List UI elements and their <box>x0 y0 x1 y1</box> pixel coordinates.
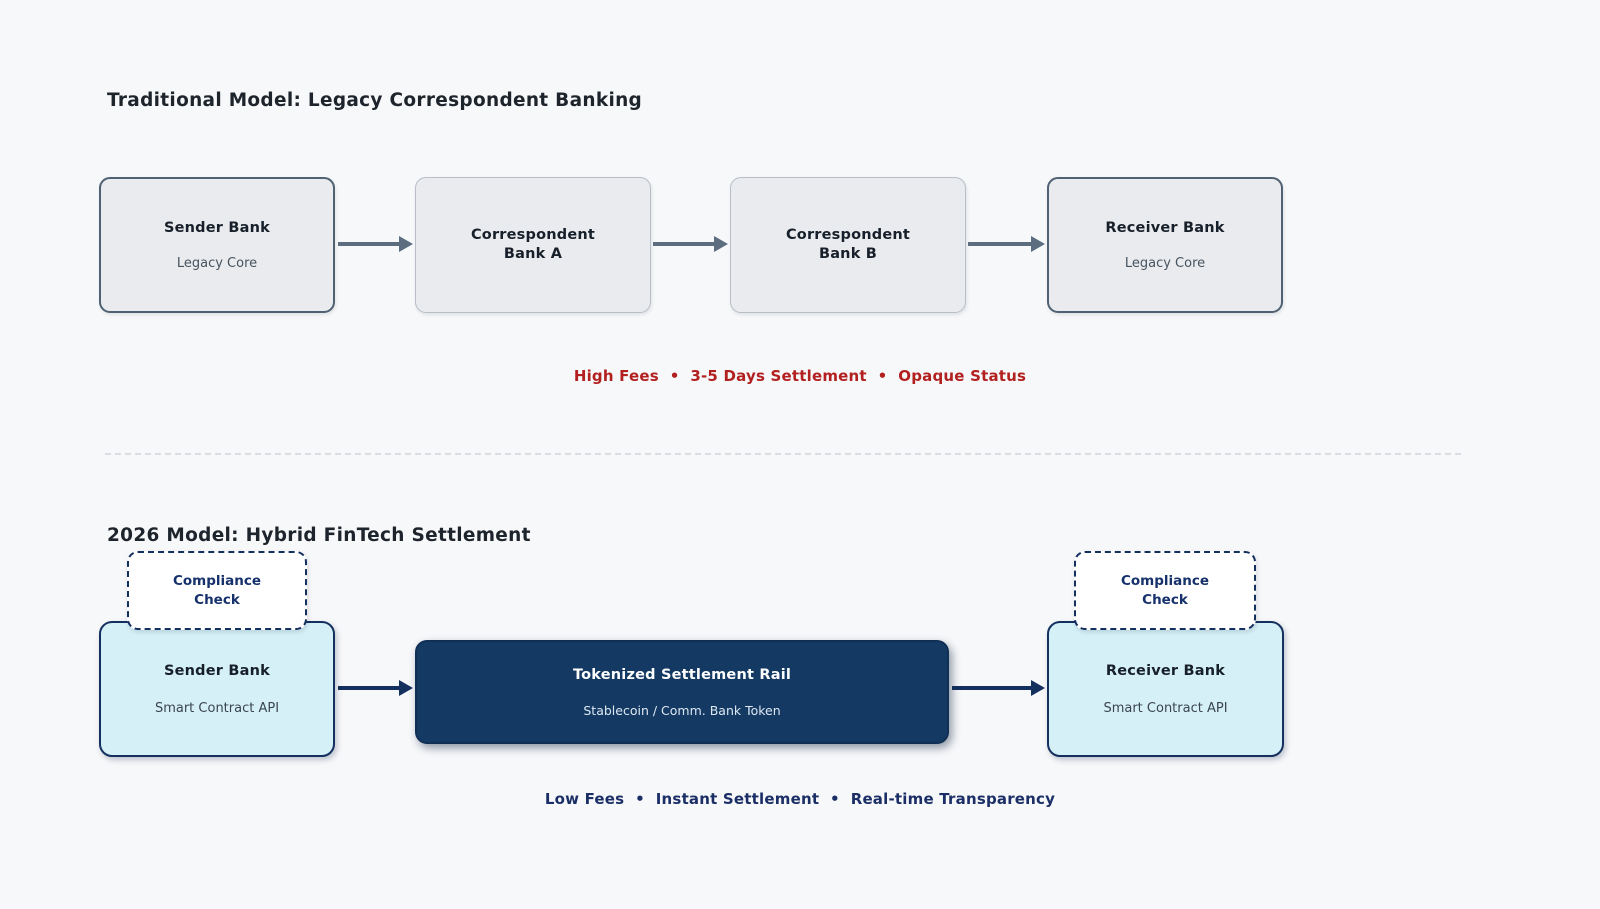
legacy-node-correspondent-bank-a: Correspondent Bank A <box>415 177 651 313</box>
compliance-check-box-left: Compliance Check <box>127 551 307 630</box>
legacy-node-correspondent-bank-b: Correspondent Bank B <box>730 177 966 313</box>
node-title: Sender Bank <box>163 219 270 236</box>
flow-arrow <box>653 236 728 251</box>
legacy-node-receiver-bank: Receiver Bank Legacy Core <box>1047 177 1283 313</box>
node-title: Tokenized Settlement Rail <box>572 666 792 683</box>
node-subtitle: Stablecoin / Comm. Bank Token <box>583 702 781 718</box>
node-title: Receiver Bank <box>1105 219 1225 236</box>
node-title: Correspondent Bank B <box>785 227 911 262</box>
modern-section-title: 2026 Model: Hybrid FinTech Settlement <box>107 525 531 546</box>
modern-caption: Low Fees • Instant Settlement • Real-tim… <box>544 790 1056 808</box>
modern-node-tokenized-settlement-rail: Tokenized Settlement Rail Stablecoin / C… <box>415 640 949 744</box>
modern-node-sender-bank: Sender Bank Smart Contract API <box>99 621 335 757</box>
node-subtitle: Smart Contract API <box>154 701 280 717</box>
node-subtitle: Legacy Core <box>1124 256 1206 272</box>
flow-arrow <box>338 680 413 695</box>
flow-arrow <box>968 236 1045 251</box>
compliance-check-label: Compliance Check <box>1120 573 1210 608</box>
legacy-node-sender-bank: Sender Bank Legacy Core <box>99 177 335 313</box>
flow-arrow <box>952 680 1045 695</box>
compliance-check-label: Compliance Check <box>172 573 262 608</box>
node-subtitle: Legacy Core <box>176 256 258 272</box>
compliance-check-box-right: Compliance Check <box>1074 551 1256 630</box>
section-divider <box>105 453 1461 455</box>
legacy-section-title: Traditional Model: Legacy Correspondent … <box>107 90 643 111</box>
node-title: Receiver Bank <box>1105 662 1226 679</box>
modern-node-receiver-bank: Receiver Bank Smart Contract API <box>1047 621 1284 757</box>
node-title: Sender Bank <box>163 662 270 679</box>
flow-arrow <box>338 236 413 251</box>
node-title: Correspondent Bank A <box>470 227 596 262</box>
legacy-caption: High Fees • 3-5 Days Settlement • Opaque… <box>573 367 1027 385</box>
node-subtitle: Smart Contract API <box>1103 701 1228 717</box>
